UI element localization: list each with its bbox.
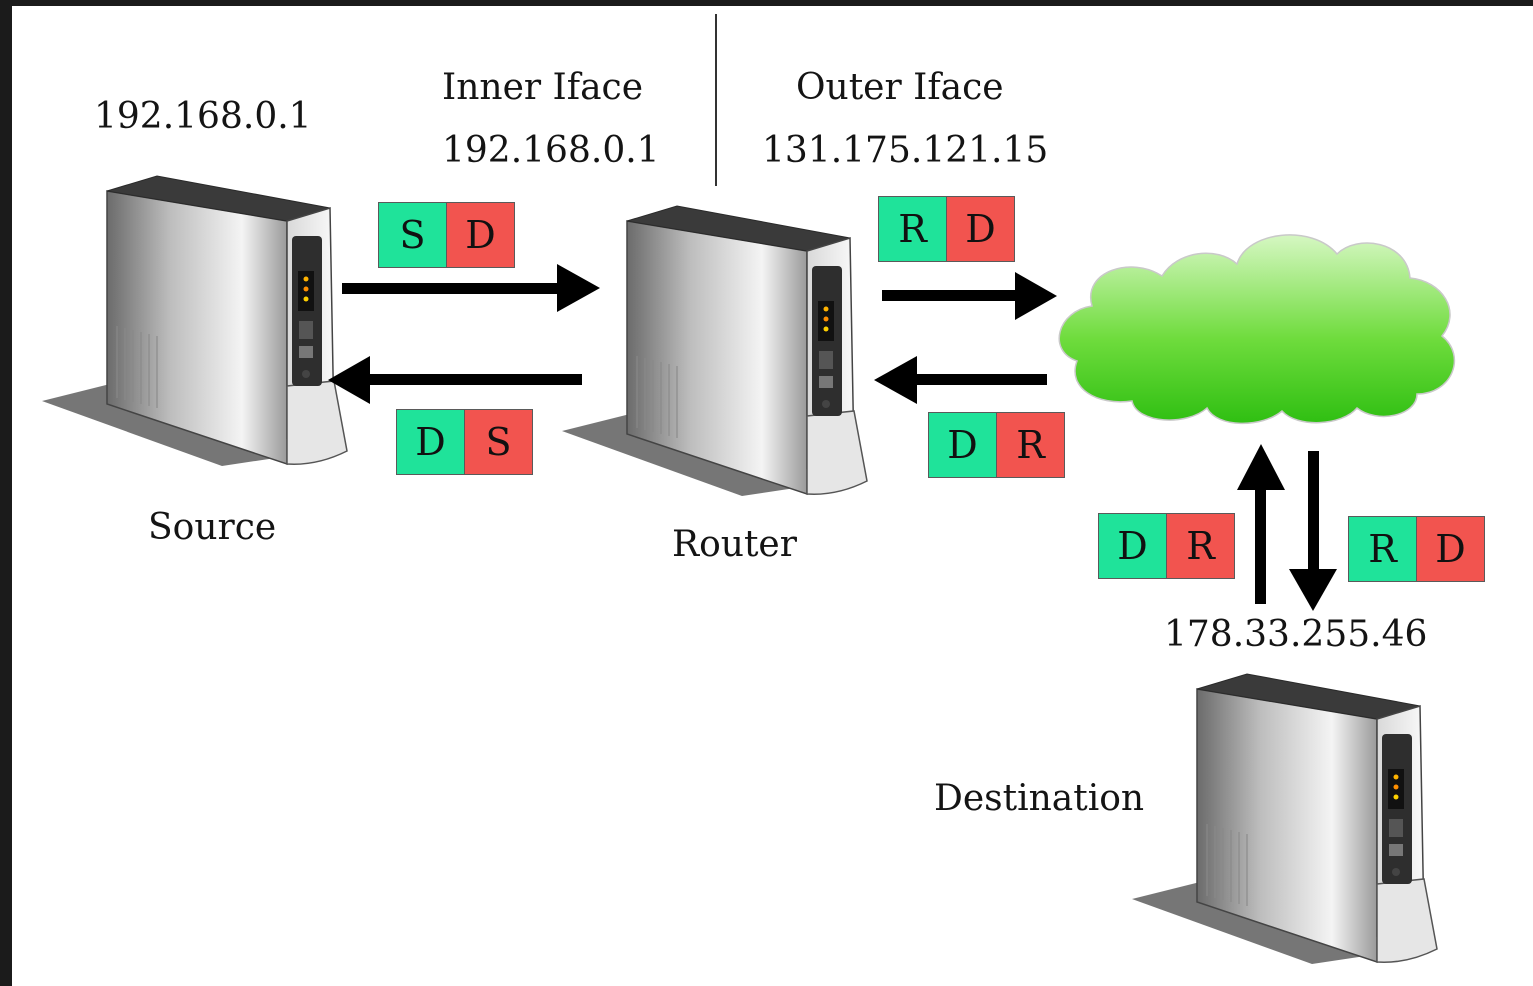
source-name-label: Source: [148, 507, 277, 548]
packet-destination-to-cloud: D R: [1098, 513, 1235, 579]
outer-iface-label: Outer Iface: [796, 67, 1004, 108]
arrow-destination-to-cloud: [1237, 444, 1285, 604]
packet-source-field: S: [378, 202, 447, 268]
cloud-icon: [1058, 234, 1456, 425]
packet-destination-field: S: [465, 409, 533, 475]
packet-source-field: D: [396, 409, 465, 475]
packet-destination-field: D: [947, 196, 1015, 262]
arrow-cloud-to-destination: [1289, 451, 1337, 611]
source-computer-icon: [41, 175, 348, 467]
destination-ip-label: 178.33.255.46: [1164, 614, 1428, 655]
packet-router-to-cloud: R D: [878, 196, 1015, 262]
packet-destination-field: R: [1167, 513, 1235, 579]
diagram-graphics: [41, 14, 1456, 965]
packet-source-to-router: S D: [378, 202, 515, 268]
packet-destination-field: D: [1417, 516, 1485, 582]
source-ip-label: 192.168.0.1: [94, 96, 312, 137]
packet-router-to-source: D S: [396, 409, 533, 475]
router-computer-icon: [561, 205, 868, 497]
packet-cloud-to-router: D R: [928, 412, 1065, 478]
inner-iface-label: Inner Iface: [442, 67, 644, 108]
packet-cloud-to-destination: R D: [1348, 516, 1485, 582]
arrow-router-to-cloud: [882, 272, 1057, 320]
packet-destination-field: R: [997, 412, 1065, 478]
destination-computer-icon: [1131, 673, 1438, 965]
nat-diagram: 192.168.0.1 Inner Iface 192.168.0.1 Oute…: [12, 6, 1533, 986]
inner-iface-ip-label: 192.168.0.1: [442, 130, 660, 171]
arrow-router-to-source: [328, 356, 582, 404]
destination-name-label: Destination: [934, 778, 1145, 819]
arrow-cloud-to-router: [874, 356, 1047, 404]
packet-source-field: R: [1348, 516, 1417, 582]
packet-destination-field: D: [447, 202, 515, 268]
arrow-source-to-router: [342, 264, 600, 312]
packet-source-field: R: [878, 196, 947, 262]
packet-source-field: D: [928, 412, 997, 478]
router-name-label: Router: [672, 524, 797, 565]
packet-source-field: D: [1098, 513, 1167, 579]
outer-iface-ip-label: 131.175.121.15: [762, 130, 1049, 171]
